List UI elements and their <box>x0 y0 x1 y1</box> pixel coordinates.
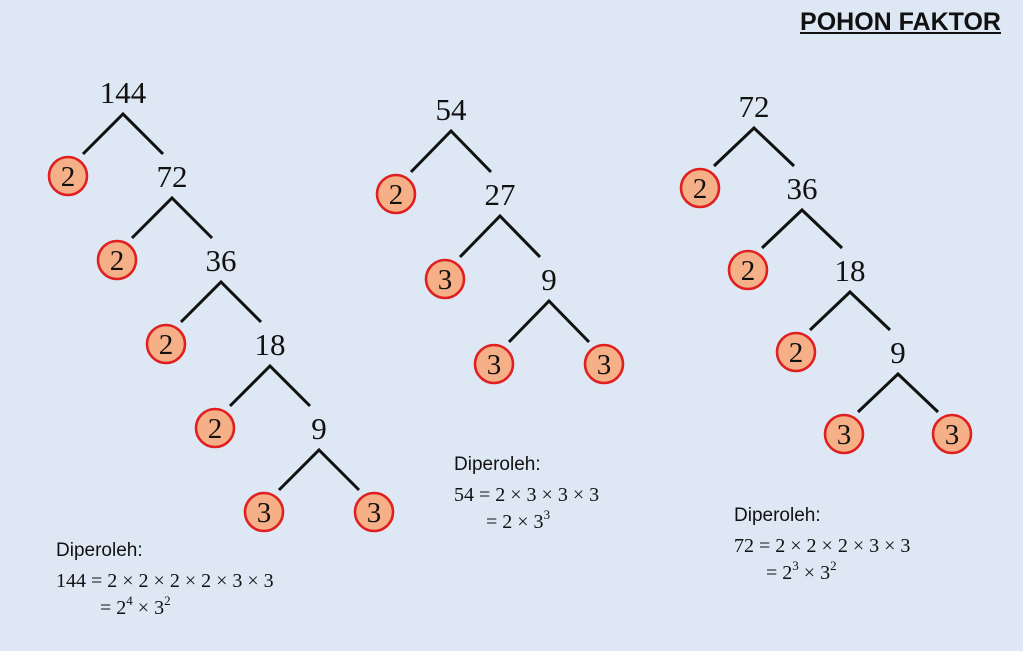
svg-text:3: 3 <box>487 349 502 381</box>
quotient-number: 18 <box>835 253 866 288</box>
tree-branch <box>808 289 892 332</box>
svg-text:2: 2 <box>110 245 125 277</box>
page-title: POHON FAKTOR <box>800 8 1001 36</box>
tree-root-number: 72 <box>739 89 770 124</box>
tree-branch <box>507 298 591 344</box>
tree-branch <box>81 111 165 156</box>
prime-factor-circle: 3 <box>931 413 973 455</box>
quotient-number: 36 <box>206 243 237 278</box>
prime-factor-circle: 3 <box>473 343 515 385</box>
svg-text:3: 3 <box>257 497 272 529</box>
tree-branch <box>458 213 542 259</box>
result-block-72: Diperoleh: 72 = 2 × 2 × 2 × 3 × 3 = 23 ×… <box>734 505 910 587</box>
result-label: Diperoleh: <box>734 505 821 526</box>
result-equation: 144 = 2 × 2 × 2 × 2 × 3 × 3 <box>56 570 274 592</box>
prime-factor-circle: 2 <box>679 167 721 209</box>
tree-branch <box>228 363 312 408</box>
tree-branch <box>760 207 844 250</box>
tree-root-number: 144 <box>100 75 147 110</box>
result-power-form: = 23 × 32 <box>766 558 837 584</box>
prime-factor-circle: 2 <box>727 249 769 291</box>
tree-branch <box>277 447 361 492</box>
quotient-number: 36 <box>787 171 818 206</box>
result-equation: 72 = 2 × 2 × 2 × 3 × 3 <box>734 535 911 557</box>
quotient-number: 27 <box>485 177 516 212</box>
svg-text:2: 2 <box>741 255 756 287</box>
svg-text:3: 3 <box>367 497 382 529</box>
prime-factor-circle: 2 <box>194 407 236 449</box>
result-block-54: Diperoleh: 54 = 2 × 3 × 3 × 3 = 2 × 33 <box>454 454 599 536</box>
svg-text:3: 3 <box>945 419 960 451</box>
svg-text:3: 3 <box>438 264 453 296</box>
svg-text:2: 2 <box>389 179 404 211</box>
tree-branch <box>856 371 940 414</box>
result-power-form: = 2 × 33 <box>486 507 551 533</box>
result-power-form: = 24 × 32 <box>100 593 171 619</box>
tree-root-number: 54 <box>436 92 468 127</box>
svg-text:2: 2 <box>208 413 223 445</box>
prime-factor-circle: 2 <box>96 239 138 281</box>
svg-text:2: 2 <box>693 173 708 205</box>
svg-text:2: 2 <box>61 161 76 193</box>
svg-text:3: 3 <box>837 419 852 451</box>
result-label: Diperoleh: <box>454 454 541 475</box>
quotient-number: 9 <box>890 335 906 370</box>
result-equation: 54 = 2 × 3 × 3 × 3 <box>454 484 600 506</box>
svg-text:2: 2 <box>789 337 804 369</box>
prime-factor-circle: 3 <box>424 258 466 300</box>
svg-text:2: 2 <box>159 329 174 361</box>
prime-factor-circle: 3 <box>243 491 285 533</box>
prime-factor-circle: 3 <box>353 491 395 533</box>
prime-factor-circle: 2 <box>47 155 89 197</box>
tree-branch <box>409 128 493 174</box>
tree-branch <box>130 195 214 240</box>
result-label: Diperoleh: <box>56 540 143 561</box>
prime-factor-circle: 2 <box>375 173 417 215</box>
prime-factor-circle: 3 <box>583 343 625 385</box>
svg-text:3: 3 <box>597 349 612 381</box>
result-block-144: Diperoleh: 144 = 2 × 2 × 2 × 2 × 3 × 3 =… <box>56 540 274 622</box>
tree-branch <box>179 279 263 324</box>
quotient-number: 72 <box>157 159 188 194</box>
tree-branch <box>712 125 796 168</box>
quotient-number: 18 <box>255 327 286 362</box>
quotient-number: 9 <box>541 262 557 297</box>
prime-factor-circle: 3 <box>823 413 865 455</box>
quotient-number: 9 <box>311 411 327 446</box>
prime-factor-circle: 2 <box>145 323 187 365</box>
prime-factor-circle: 2 <box>775 331 817 373</box>
